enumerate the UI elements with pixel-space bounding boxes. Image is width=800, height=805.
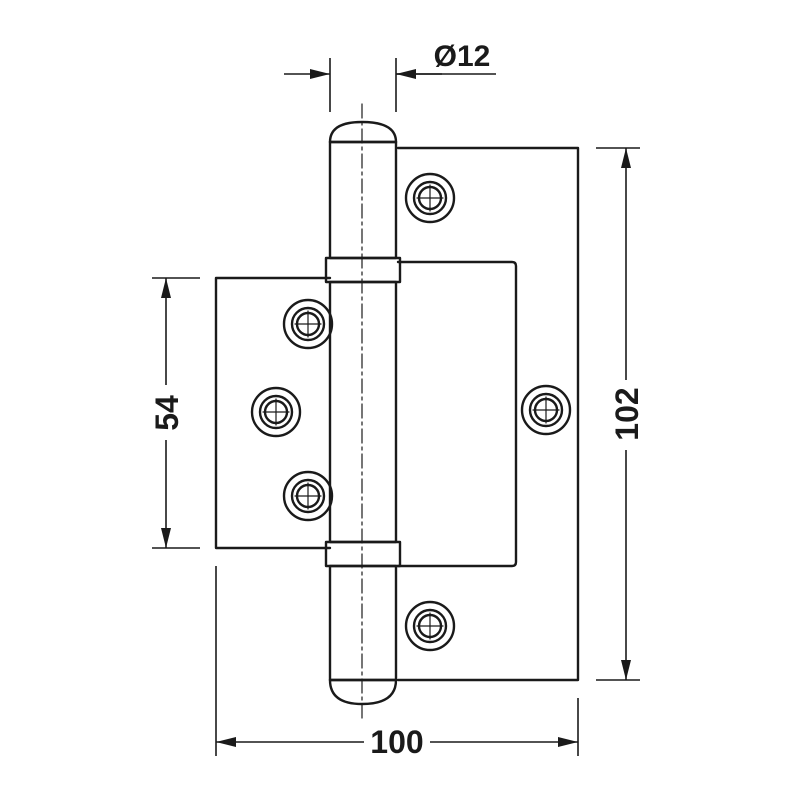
knuckle-top-cap [328, 120, 398, 144]
knuckle-top [328, 140, 398, 260]
screw-hole-bottom-right [404, 600, 456, 652]
overall-height-label: 102 [609, 387, 645, 440]
screw-hole-top-right [404, 172, 456, 224]
inner-leaf-height-label: 54 [149, 395, 185, 431]
knuckle-middle [328, 280, 398, 544]
screw-hole-left-bottom [282, 470, 334, 522]
screw-hole-left-middle [250, 386, 302, 438]
screw-hole-left-top [282, 298, 334, 350]
screw-hole-mid-right [520, 384, 572, 436]
washer-top [324, 256, 402, 284]
dimension-overall-width [215, 566, 579, 756]
outer-leaf-plate [396, 146, 580, 682]
dimension-overall-height [596, 147, 640, 681]
left-leaf-plate [214, 276, 332, 550]
washer-bottom [324, 540, 402, 568]
pin-diameter-label: Ø12 [434, 40, 491, 73]
knuckle-bottom-cap [328, 678, 398, 706]
overall-width-label: 100 [370, 724, 423, 760]
knuckle-bottom [328, 564, 398, 682]
dimension-pin-diameter [284, 58, 496, 112]
dimension-inner-leaf-height [152, 277, 200, 549]
inner-leaf-recess [396, 260, 518, 568]
